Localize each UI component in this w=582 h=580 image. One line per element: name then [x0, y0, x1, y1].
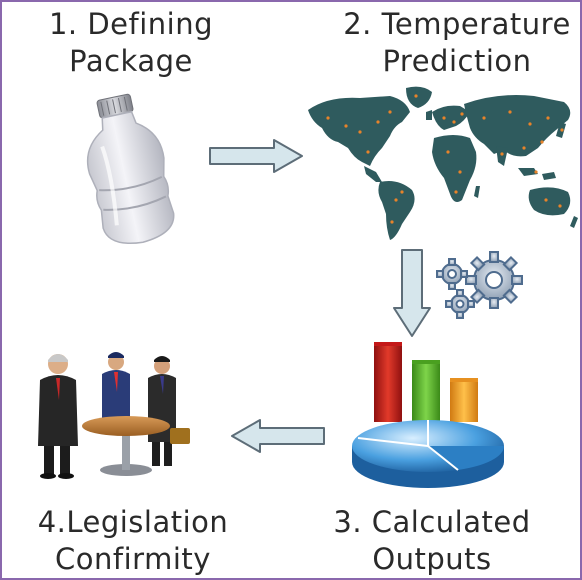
- world-map-icon: [308, 86, 578, 240]
- gears-icon: [436, 251, 523, 319]
- step-4-label: 4.Legislation Confirmity: [8, 504, 258, 578]
- step-1-line-1: 1. Defining: [48, 7, 214, 41]
- arrow-left: [231, 419, 325, 453]
- step-4-line-1: 4.Legislation: [37, 505, 229, 539]
- business-meeting-icon: [38, 352, 190, 479]
- step-4-line-2: Confirmity: [55, 542, 211, 576]
- step-1-line-2: Package: [69, 44, 193, 78]
- arrow-right: [209, 139, 303, 173]
- step-1-label: 1. Defining Package: [16, 6, 246, 80]
- step-3-label: 3. Calculated Outputs: [302, 504, 562, 578]
- step-3-line-1: 3. Calculated: [333, 505, 531, 539]
- step-2-line-2: Prediction: [382, 44, 532, 78]
- plastic-bottle-icon: [86, 93, 175, 245]
- step-3-line-2: Outputs: [372, 542, 492, 576]
- arrow-down: [393, 249, 431, 337]
- step-2-label: 2. Temperature Prediction: [332, 6, 580, 80]
- pie-bar-chart-icon: [352, 342, 505, 488]
- step-2-line-1: 2. Temperature: [343, 7, 571, 41]
